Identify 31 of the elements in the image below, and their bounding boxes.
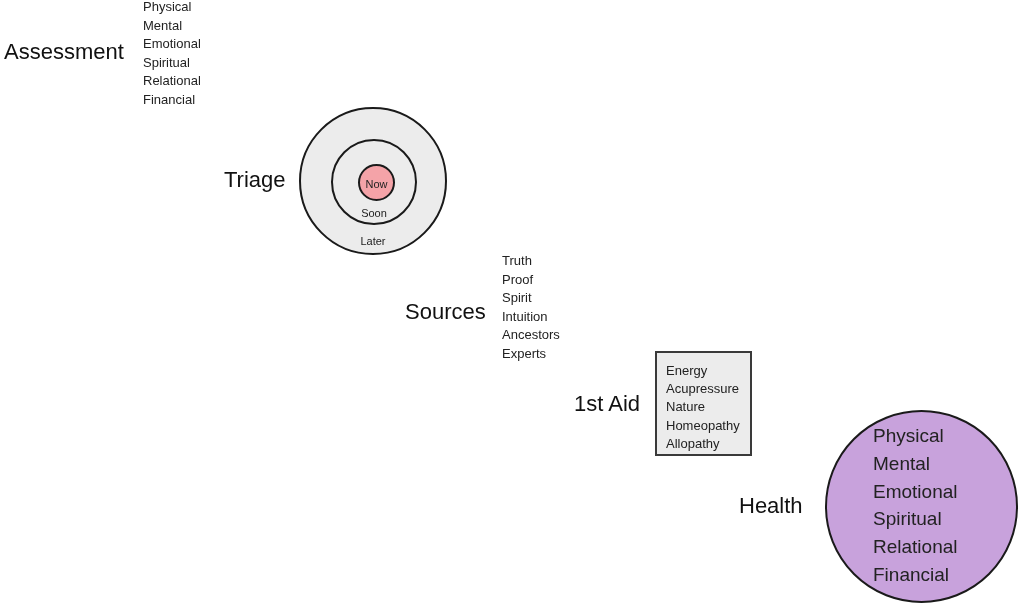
list-item: Physical xyxy=(873,424,944,448)
list-item: Mental xyxy=(873,451,931,476)
priority-label: Now xyxy=(364,177,389,192)
list-item: Intuition xyxy=(502,307,548,326)
list-item: Spiritual xyxy=(873,507,942,532)
list-item: Acupressure xyxy=(666,380,739,399)
priority-label: Soon xyxy=(360,206,388,221)
list-item: Physical xyxy=(143,0,192,16)
list-item: Nature xyxy=(666,398,706,417)
heading: Assessment xyxy=(4,41,124,63)
list-item: Experts xyxy=(502,344,547,363)
list-item: Mental xyxy=(143,16,183,35)
heading: Triage xyxy=(224,168,286,191)
heading: 1st Aid xyxy=(574,392,641,415)
list-item: Proof xyxy=(502,270,534,289)
list-item: Emotional xyxy=(873,479,958,504)
list-item: Emotional xyxy=(143,35,201,53)
list-item: Homeopathy xyxy=(666,416,740,435)
list-item: Ancestors xyxy=(502,326,560,344)
list-item: Relational xyxy=(143,72,201,90)
list-item: Spirit xyxy=(502,289,532,307)
heading: Health xyxy=(739,494,803,517)
list-item: Energy xyxy=(666,362,708,380)
list-item: Spiritual xyxy=(143,53,190,72)
list-item: Financial xyxy=(873,563,950,587)
list-item: Financial xyxy=(143,90,196,109)
list-item: Truth xyxy=(502,252,532,270)
priority-label: Later xyxy=(359,234,387,249)
list-item: Allopathy xyxy=(666,434,720,453)
list-item: Relational xyxy=(873,535,958,560)
heading: Sources xyxy=(405,301,486,323)
